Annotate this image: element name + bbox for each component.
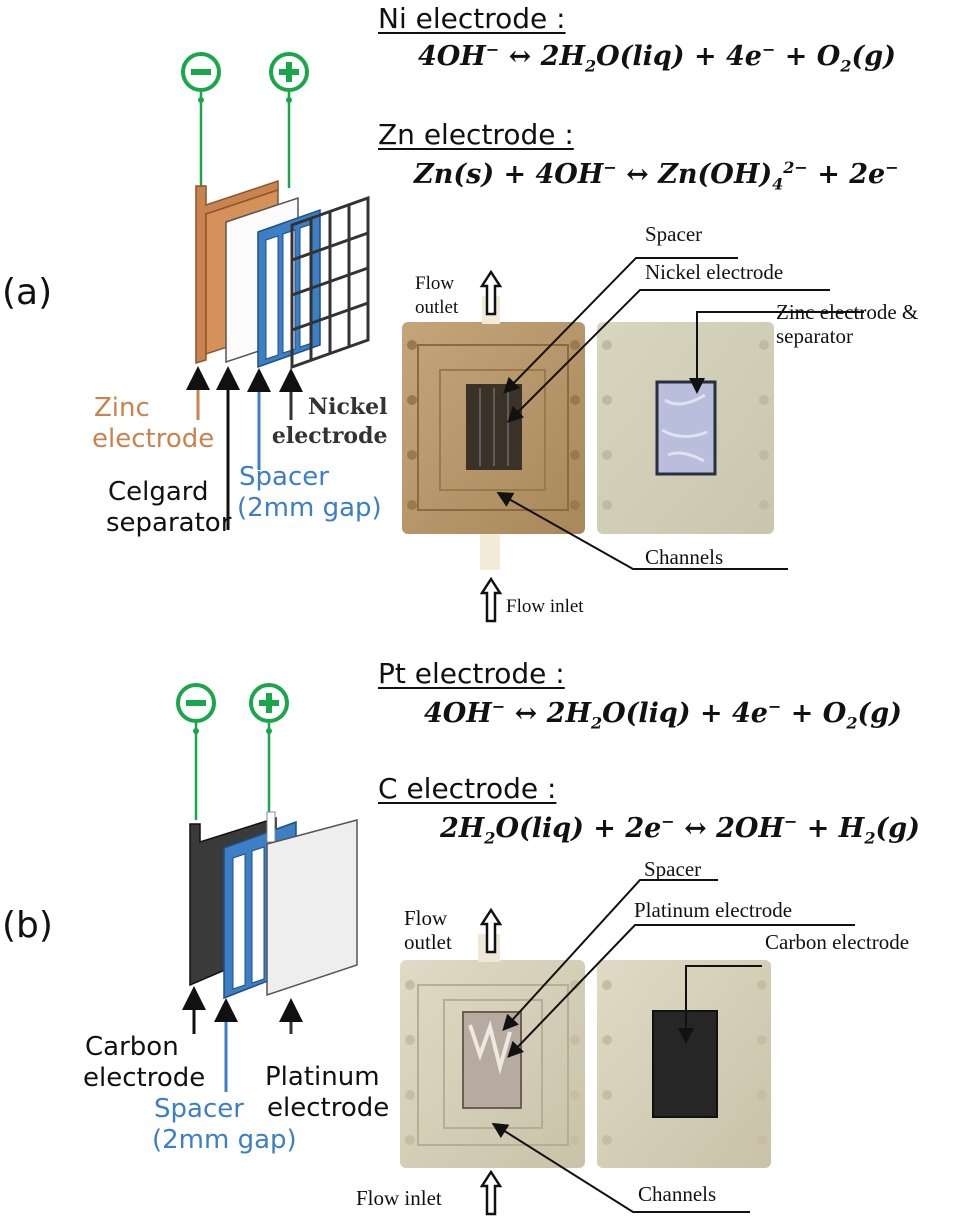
spacer-label: Spacer(2mm gap) <box>237 462 382 523</box>
c-electrode-title: C electrode : <box>378 772 557 805</box>
ni-electrode-title: Ni electrode : <box>378 2 566 35</box>
photo-spacer-label: Spacer <box>645 222 703 246</box>
flow-outlet-arrow-icon-b <box>479 907 503 954</box>
panel-a-photo-left <box>402 296 585 570</box>
flow-outlet-arrow-icon <box>479 269 503 316</box>
flow-inlet-arrow-icon-b <box>479 1169 503 1216</box>
positive-terminal-icon <box>269 52 309 188</box>
c-electrode-equation: 2H2O(liq) + 2e− ↔ 2OH− + H2(g) <box>440 812 920 848</box>
panel-a-exploded-diagram <box>181 52 370 530</box>
flow-inlet-arrow-icon <box>479 576 503 623</box>
zn-electrode-equation: Zn(s) + 4OH− ↔ Zn(OH)42− + 2e− <box>414 158 899 194</box>
panel-b-photo-right <box>597 960 771 1168</box>
photo-flow-inlet-label: Flow inlet <box>506 596 584 617</box>
pt-electrode-equation: 4OH− ↔ 2H2O(liq) + 4e− + O2(g) <box>424 697 902 733</box>
negative-terminal-icon <box>181 52 221 186</box>
photo-channels-label-b: Channels <box>638 1182 717 1206</box>
photo-spacer-label-b: Spacer <box>644 857 702 881</box>
panel-a-label: (a) <box>2 272 53 313</box>
spacer-label-b: Spacer(2mm gap) <box>152 1094 297 1155</box>
platinum-electrode-plate <box>266 819 358 997</box>
panel-b-photo-left <box>400 934 585 1168</box>
panel-a-photo-right <box>597 322 774 534</box>
ni-electrode-equation: 4OH− ↔ 2H2O(liq) + 4e− + O2(g) <box>418 40 896 76</box>
nickel-mesh-electrode <box>290 195 370 370</box>
photo-carbon-label: Carbon electrode <box>765 930 910 954</box>
zn-electrode-title: Zn electrode : <box>378 118 574 151</box>
negative-terminal-icon-b <box>176 683 216 820</box>
panel-b-label: (b) <box>2 905 53 946</box>
pt-electrode-title: Pt electrode : <box>378 657 565 690</box>
positive-terminal-icon-b <box>249 683 289 820</box>
photo-flow-inlet-label-b: Flow inlet <box>356 1186 442 1210</box>
photo-nickel-label: Nickel electrode <box>645 260 784 284</box>
panel-b-exploded-diagram <box>176 683 358 1092</box>
photo-platinum-label: Platinum electrode <box>634 898 793 922</box>
photo-zinc-separator-label: Zinc electrode &separator <box>776 300 919 348</box>
photo-channels-label: Channels <box>645 545 724 569</box>
